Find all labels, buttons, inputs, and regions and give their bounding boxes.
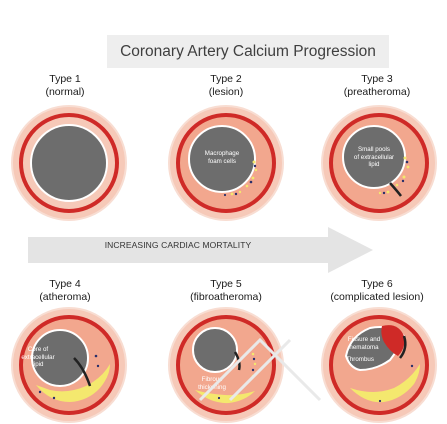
vessel-type3 — [320, 104, 438, 222]
stage-desc: (fibroatheroma) — [190, 291, 262, 303]
plaque-label-line: lipid — [32, 361, 44, 368]
plaque-label-type4: Core of extracellular lipid — [14, 346, 62, 369]
stage-desc: (lesion) — [208, 86, 244, 98]
stage-name: Type 5 — [210, 278, 242, 290]
title-banner — [107, 35, 389, 68]
stage-name: Type 4 — [49, 278, 81, 290]
stage-label-type3: Type 3 (preatheroma) — [307, 73, 447, 99]
vessel-type2 — [167, 104, 285, 222]
stage-name: Type 6 — [361, 278, 393, 290]
plaque-label-type6: Fissure and hematoma — [340, 336, 388, 351]
plaque-label-type3: Small pools of extracellular lipid — [350, 146, 398, 169]
plaque-label-line: Fibrous — [201, 376, 223, 383]
plaque-label-line: hematoma — [349, 343, 379, 351]
plaque-label-type5: Fibrous thickening — [188, 376, 236, 391]
vessel-type5 — [167, 306, 285, 424]
stage-label-type5: Type 5 (fibroatheroma) — [156, 278, 296, 304]
stage-desc: (normal) — [45, 86, 85, 98]
plaque-label-line: Fissure and — [347, 336, 381, 343]
stage-label-type4: Type 4 (atheroma) — [0, 278, 135, 304]
stage-label-type1: Type 1 (normal) — [0, 73, 135, 99]
mortality-arrow — [28, 225, 374, 275]
stage-name: Type 1 — [49, 73, 81, 85]
plaque-label-type2: Macrophage foam cells — [198, 150, 246, 165]
stage-desc: (complicated lesion) — [330, 291, 424, 303]
plaque-label-line: Macrophage — [204, 150, 240, 157]
arrow-label: INCREASING CARDIAC MORTALITY — [104, 240, 252, 250]
plaque-label-line: extracellular — [21, 353, 55, 361]
plaque-label-line: lipid — [368, 161, 380, 168]
stage-label-type6: Type 6 (complicated lesion) — [307, 278, 447, 304]
stage-name: Type 3 — [361, 73, 393, 85]
plaque-label-line: thickening — [198, 383, 226, 391]
stage-desc: (preatheroma) — [343, 86, 411, 98]
stage-name: Type 2 — [210, 73, 242, 85]
vessel-type1 — [10, 104, 128, 222]
plaque-label-line: Core of — [27, 346, 49, 353]
thrombus-label: Thrombus — [346, 356, 374, 363]
plaque-label-line: of extracellular — [353, 153, 395, 161]
diagram-title: Coronary Artery Calcium Progression — [120, 43, 376, 60]
vessel-type4 — [10, 306, 128, 424]
stage-desc: (atheroma) — [39, 291, 91, 303]
plaque-label-line: foam cells — [208, 157, 236, 165]
vessel-type6 — [320, 306, 438, 424]
plaque-label-line: Small pools — [358, 146, 390, 153]
stage-label-type2: Type 2 (lesion) — [156, 73, 296, 99]
